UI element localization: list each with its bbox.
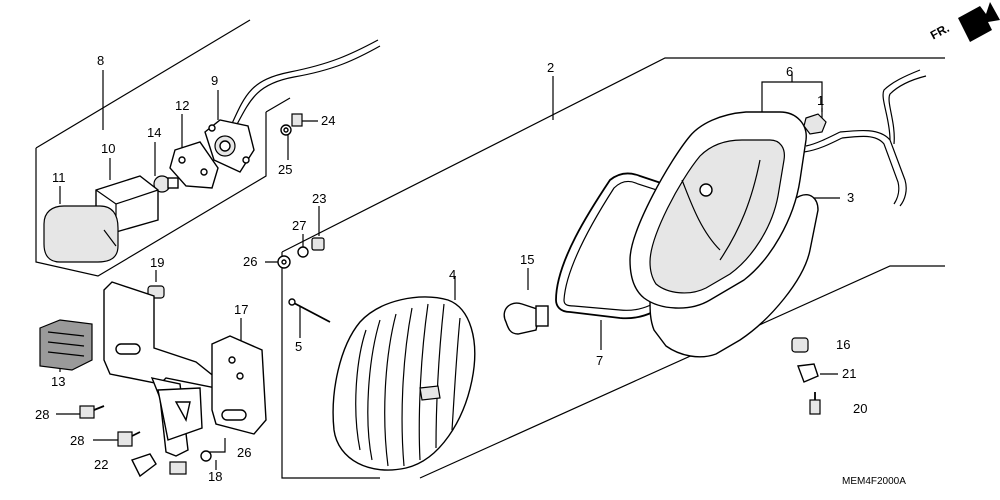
group-frame-8 — [35, 19, 291, 277]
parts-23-27-nuts — [297, 237, 325, 258]
callout-27: 27 — [292, 218, 307, 233]
callout-14: 14 — [147, 125, 162, 140]
part-4-lens — [332, 296, 476, 471]
part-15-bulb — [503, 302, 549, 335]
callout-13: 13 — [51, 374, 66, 389]
callout-2: 2 — [547, 60, 555, 75]
callout-15: 15 — [520, 252, 535, 267]
part-9-socket — [204, 39, 381, 173]
callout-1: 1 — [817, 93, 825, 108]
callout-10: 10 — [101, 141, 116, 156]
part-13-license-light — [39, 319, 93, 371]
callout-16: 16 — [836, 337, 851, 352]
callout-3: 3 — [847, 190, 855, 205]
callout-4: 4 — [449, 267, 457, 282]
callout-11: 11 — [52, 170, 66, 185]
callout-8: 8 — [97, 53, 105, 68]
group-frame-2 — [281, 57, 945, 479]
callout-21: 21 — [842, 366, 857, 381]
front-arrow-icon — [958, 2, 1000, 42]
callout-23: 23 — [312, 191, 327, 206]
part-6-housing — [629, 69, 927, 309]
parts-24-25-nuts — [280, 113, 303, 136]
parts-28-22-18-bolts — [79, 255, 291, 478]
callout-5: 5 — [295, 339, 303, 354]
callout-6: 6 — [786, 64, 794, 79]
bracket-main — [103, 281, 217, 457]
callout-9: 9 — [211, 73, 219, 88]
callout-19: 19 — [150, 255, 165, 270]
callout-12: 12 — [175, 98, 190, 113]
callout-7: 7 — [596, 353, 604, 368]
callout-18: 18 — [208, 469, 223, 484]
callout-26-upper: 26 — [243, 254, 258, 269]
callout-25: 25 — [278, 162, 293, 177]
callout-24: 24 — [321, 113, 336, 128]
part-12-plate — [169, 141, 219, 189]
part-5-bolt — [288, 298, 331, 323]
callout-28-lower: 28 — [70, 433, 85, 448]
diagram-code: MEM4F2000A — [842, 476, 906, 487]
callout-28-upper: 28 — [35, 407, 50, 422]
callout-22: 22 — [94, 457, 109, 472]
callout-26-lower: 26 — [237, 445, 252, 460]
part-11-lens — [43, 205, 119, 263]
part-14-bulb — [153, 175, 179, 193]
callout-20: 20 — [853, 401, 868, 416]
callout-17: 17 — [234, 302, 249, 317]
part-17-bracket — [211, 335, 267, 435]
parts-16-21-20 — [791, 337, 821, 415]
